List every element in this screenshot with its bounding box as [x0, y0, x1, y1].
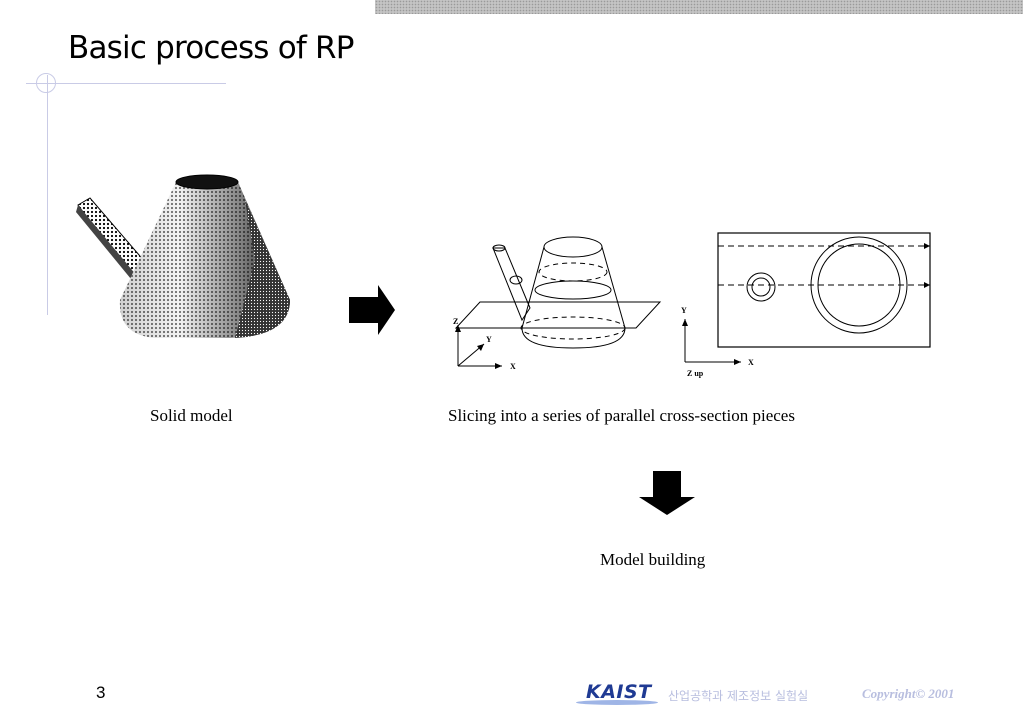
slicing-caption: Slicing into a series of parallel cross-…: [448, 406, 795, 425]
decorative-horizontal-line: [26, 83, 226, 84]
sliced-model-figure: Z Y X: [453, 236, 662, 371]
cross-section-figure: Y X Z up: [681, 232, 931, 378]
footer-copyright: Copyright© 2001: [862, 686, 955, 701]
header-pattern-bar: [375, 0, 1023, 14]
solid-model-image: [76, 174, 290, 338]
solid-model-caption: Solid model: [150, 406, 233, 425]
slide-title: Basic process of RP: [68, 30, 354, 66]
kaist-logo: KAIST: [586, 681, 652, 703]
axis-label-x-section: X: [748, 358, 754, 367]
axis-label-x: X: [510, 362, 516, 371]
decorative-crosshair-circle: [36, 73, 56, 93]
right-arrow-icon: [349, 285, 395, 335]
axis-label-z-up: Z up: [687, 369, 704, 378]
down-arrow-icon: [639, 471, 695, 515]
axis-label-z: Z: [453, 317, 458, 326]
axis-label-y: Y: [486, 335, 492, 344]
logo-swoosh: [576, 700, 658, 705]
model-building-caption: Model building: [600, 550, 706, 569]
decorative-vertical-line: [47, 75, 48, 315]
axis-label-y-section: Y: [681, 306, 687, 315]
footer-lab-name: 산업공학과 제조정보 실험실: [668, 689, 809, 703]
page-number: 3: [96, 683, 106, 702]
